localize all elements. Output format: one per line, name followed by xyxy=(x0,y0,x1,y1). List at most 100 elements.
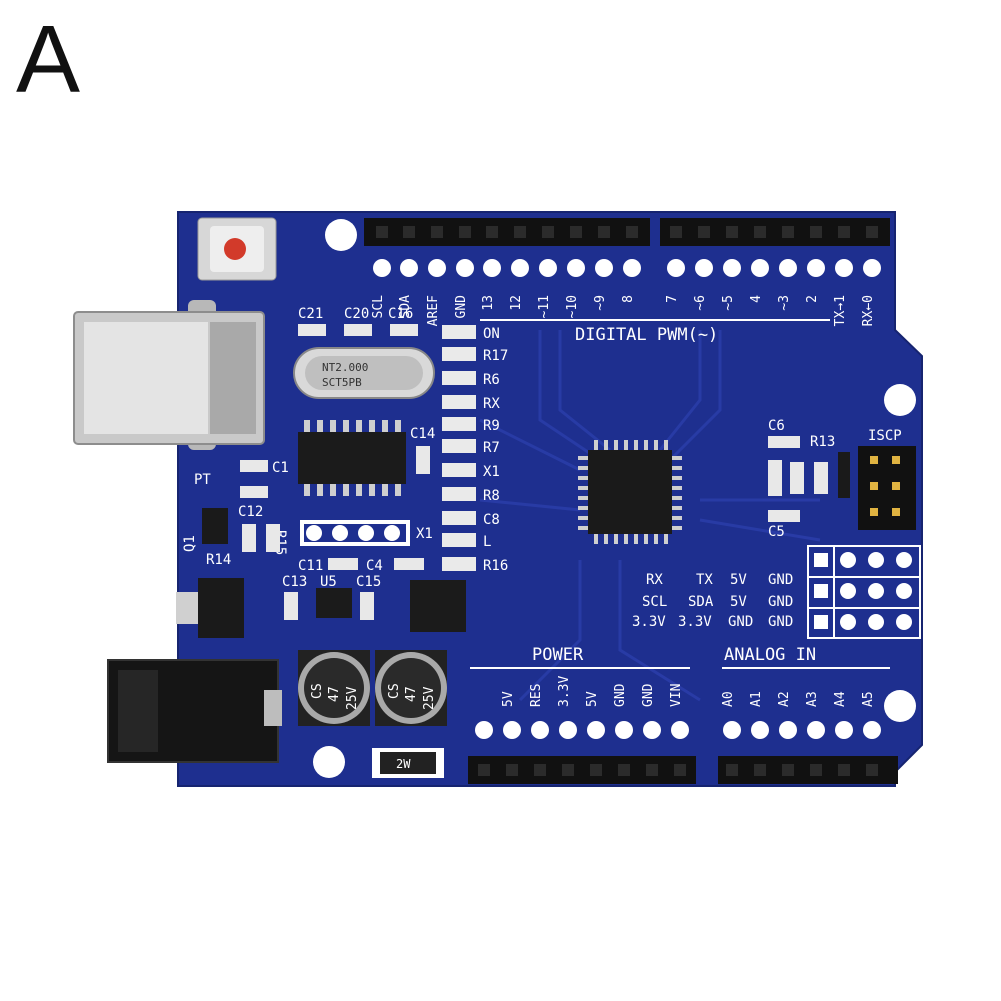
crystal-text-2: SCT5PB xyxy=(322,376,362,389)
icsp-pins xyxy=(870,456,900,516)
chip-leg xyxy=(304,420,310,432)
chip-leg xyxy=(578,506,588,510)
grid-pad-square xyxy=(814,584,828,598)
header-hole xyxy=(618,764,630,776)
chip-leg xyxy=(664,440,668,450)
pin-pad xyxy=(456,259,474,277)
label-c15: C15 xyxy=(356,574,381,590)
pin-pad xyxy=(539,259,557,277)
led-label: R8 xyxy=(483,488,500,504)
top-pin-pads xyxy=(373,259,881,277)
pin-pad xyxy=(559,721,577,739)
led-pad xyxy=(442,463,476,477)
grid-pad xyxy=(896,583,912,599)
pcb-traces xyxy=(479,330,821,702)
pin-pad xyxy=(695,259,713,277)
chip-leg xyxy=(672,486,682,490)
chip-leg xyxy=(304,484,310,496)
led-label: X1 xyxy=(483,464,500,480)
grid-pad xyxy=(896,552,912,568)
digital-pwm-label: DIGITAL PWM(~) xyxy=(575,325,718,345)
cap2-text-2: 47 xyxy=(404,686,419,702)
analog-pin-label: A3 xyxy=(805,691,820,707)
chip-leg xyxy=(672,506,682,510)
chip-leg xyxy=(654,440,658,450)
mcu-chip xyxy=(578,440,682,544)
led-label: R16 xyxy=(483,558,508,574)
chip-leg xyxy=(343,420,349,432)
label-c16: C16 xyxy=(388,306,413,322)
grid-label: RX xyxy=(646,572,663,588)
pin-label: SDA xyxy=(398,295,413,319)
pin-pad xyxy=(643,721,661,739)
pin-pad xyxy=(475,721,493,739)
pin-pad xyxy=(835,259,853,277)
chip-leg xyxy=(330,484,336,496)
grid-pad xyxy=(868,583,884,599)
analog-pin-label: A2 xyxy=(777,691,792,707)
grid-label: 3.3V xyxy=(632,614,666,630)
chip-leg xyxy=(614,534,618,544)
pad xyxy=(332,525,348,541)
header-hole xyxy=(754,226,766,238)
chip-leg xyxy=(672,526,682,530)
chip-leg xyxy=(672,476,682,480)
pad xyxy=(358,525,374,541)
chip-leg xyxy=(578,466,588,470)
chip-leg xyxy=(356,420,362,432)
led-label: R7 xyxy=(483,440,500,456)
led-label: C8 xyxy=(483,512,500,528)
pin-pad xyxy=(671,721,689,739)
pin-label: 7 xyxy=(665,295,680,303)
dc-jack xyxy=(107,659,282,763)
led-pad xyxy=(442,325,476,339)
chip-leg xyxy=(624,534,628,544)
chip-leg xyxy=(672,496,682,500)
cap1-text-1: CS xyxy=(310,683,325,699)
chip-leg xyxy=(382,420,388,432)
icsp-pin xyxy=(892,482,900,490)
label-c1: C1 xyxy=(272,460,289,476)
chip-leg xyxy=(672,466,682,470)
chip-leg xyxy=(395,420,401,432)
power-pin-label: GND xyxy=(613,683,628,707)
pin-label: 4 xyxy=(749,295,764,303)
grid-label: SCL xyxy=(642,594,667,610)
header-hole xyxy=(598,226,610,238)
header-hole xyxy=(866,226,878,238)
header-hole xyxy=(514,226,526,238)
pad-grid xyxy=(807,545,921,639)
chip-leg xyxy=(578,456,588,460)
diode-text: 2W xyxy=(396,757,411,771)
chip-leg xyxy=(672,516,682,520)
chip-leg xyxy=(604,440,608,450)
grid-pad xyxy=(840,614,856,630)
led-pad xyxy=(442,511,476,525)
power-pin-label: 5V xyxy=(501,691,516,707)
bottom-header-holes xyxy=(478,764,878,776)
pin-pad xyxy=(779,721,797,739)
pin-pad xyxy=(779,259,797,277)
header-hole xyxy=(810,764,822,776)
led-pad xyxy=(442,395,476,409)
header-hole xyxy=(486,226,498,238)
power-pin-label: GND xyxy=(641,683,656,707)
pin-label: GND xyxy=(454,295,469,319)
header-hole xyxy=(570,226,582,238)
chip-leg xyxy=(594,534,598,544)
icsp-pin xyxy=(870,508,878,516)
icsp-pin xyxy=(892,508,900,516)
grid-label: GND xyxy=(768,594,793,610)
bottom-pin-pads xyxy=(475,721,881,739)
pin-label: 2 xyxy=(805,295,820,303)
label-c4: C4 xyxy=(366,558,383,574)
pin-pad xyxy=(567,259,585,277)
grid-pad-square xyxy=(814,553,828,567)
pin-label: AREF xyxy=(426,295,441,326)
header-hole xyxy=(562,764,574,776)
usb-connector xyxy=(73,300,265,450)
